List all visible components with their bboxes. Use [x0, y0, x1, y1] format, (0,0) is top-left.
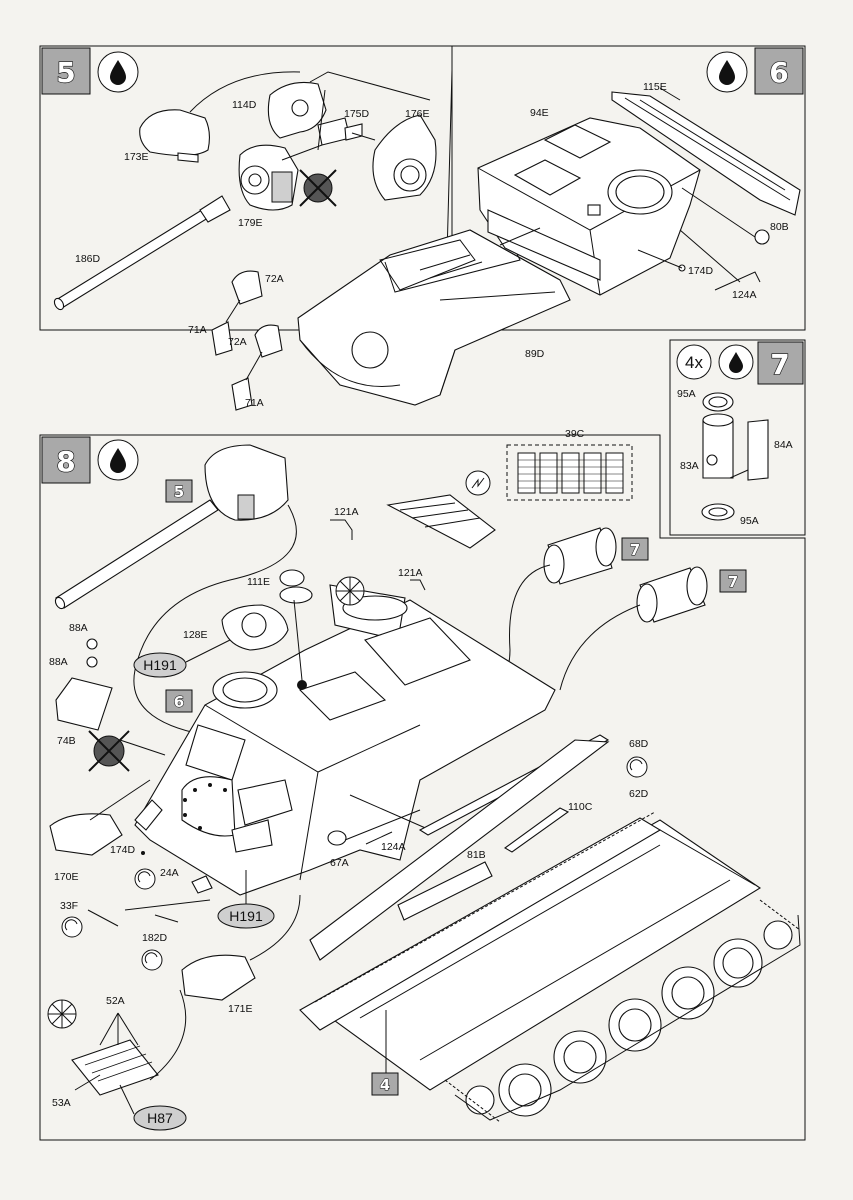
- label-110C: 110C: [568, 801, 593, 813]
- step5-number: 5: [56, 56, 75, 89]
- step8-drawing: 5 39C 7 7: [47, 428, 801, 1131]
- label-115E: 115E: [643, 81, 667, 93]
- svg-text:4: 4: [380, 1076, 390, 1094]
- label-171E: 171E: [228, 1003, 253, 1015]
- ref-step7a: 7: [621, 537, 649, 561]
- paint-drop-icon: [719, 60, 735, 85]
- label-174D: 174D: [688, 265, 714, 277]
- paint-h191-1: H191: [133, 639, 231, 678]
- road-wheels: [465, 920, 793, 1117]
- label-83A: 83A: [680, 460, 699, 472]
- label-52A: 52A: [106, 995, 125, 1007]
- label-128E: 128E: [183, 629, 208, 641]
- label-53A: 53A: [52, 1097, 71, 1109]
- svg-text:7: 7: [728, 573, 738, 591]
- label-72A-1: 72A: [265, 273, 284, 285]
- label-39C: 39C: [565, 428, 585, 440]
- svg-text:H87: H87: [147, 1110, 173, 1126]
- label-71A-1: 71A: [188, 324, 207, 336]
- svg-text:7: 7: [630, 541, 640, 559]
- label-81B: 81B: [467, 849, 486, 861]
- label-121A-1: 121A: [334, 506, 359, 518]
- label-33F: 33F: [60, 900, 78, 912]
- label-71A-2: 71A: [245, 397, 264, 409]
- label-94E: 94E: [530, 107, 549, 119]
- ref-step5: 5: [165, 479, 193, 503]
- step6-header: 6: [706, 47, 804, 95]
- label-174D: 174D: [110, 844, 136, 856]
- ref-step7b: 7: [719, 569, 747, 593]
- frame-step5: [39, 45, 453, 331]
- svg-text:5: 5: [174, 483, 184, 501]
- paint-drop-icon: [110, 448, 126, 473]
- label-84A: 84A: [774, 439, 793, 451]
- step8-number: 8: [56, 445, 75, 478]
- label-114D: 114D: [232, 99, 257, 111]
- label-186D: 186D: [75, 253, 101, 265]
- label-80B: 80B: [770, 221, 789, 233]
- paint-h191-2: H191: [217, 870, 275, 929]
- label-74B: 74B: [57, 735, 76, 747]
- step7-number: 7: [770, 348, 789, 381]
- svg-text:H191: H191: [143, 657, 177, 673]
- label-111E: 111E: [247, 576, 270, 588]
- step6-number: 6: [769, 56, 788, 89]
- label-68D: 68D: [629, 738, 649, 750]
- ref-step4: 4: [371, 1072, 399, 1096]
- label-88A-2: 88A: [49, 656, 68, 668]
- label-170E: 170E: [54, 871, 79, 883]
- step6-drawing: 115E 94E 80B 174D 124A 89D: [477, 81, 801, 360]
- step7-drawing: 95A 84A 83A 95A: [677, 388, 793, 527]
- label-88A-1: 88A: [69, 622, 88, 634]
- label-24A: 24A: [160, 867, 179, 879]
- paint-h87: H87: [119, 1084, 187, 1131]
- step5-header: 5: [41, 47, 139, 95]
- step5-drawing: 173E 114D 175D 176E 179E 186D 72A 71A 72…: [53, 71, 571, 411]
- svg-text:H191: H191: [229, 908, 263, 924]
- frame-step7: [669, 339, 806, 536]
- step7-multiplier: 4x: [685, 353, 703, 372]
- frame-step8: [39, 434, 806, 1141]
- paint-drop-icon: [729, 352, 743, 373]
- svg-text:6: 6: [174, 693, 184, 711]
- label-121A-2: 121A: [398, 567, 423, 579]
- label-175D: 175D: [344, 108, 370, 120]
- label-173E: 173E: [124, 151, 149, 163]
- label-89D: 89D: [525, 348, 545, 360]
- paint-drop-icon: [110, 60, 126, 85]
- label-95A-2: 95A: [740, 515, 759, 527]
- label-176E: 176E: [405, 108, 430, 120]
- label-179E: 179E: [238, 217, 263, 229]
- label-67A: 67A: [330, 857, 349, 869]
- label-124A: 124A: [732, 289, 757, 301]
- label-95A-1: 95A: [677, 388, 696, 400]
- label-72A-2: 72A: [228, 336, 247, 348]
- step7-header: 7 4x: [676, 341, 804, 385]
- step8-header: 8: [41, 436, 139, 484]
- label-124A: 124A: [381, 841, 406, 853]
- label-182D: 182D: [142, 932, 168, 944]
- label-62D: 62D: [629, 788, 649, 800]
- ref-step6: 6: [165, 689, 193, 713]
